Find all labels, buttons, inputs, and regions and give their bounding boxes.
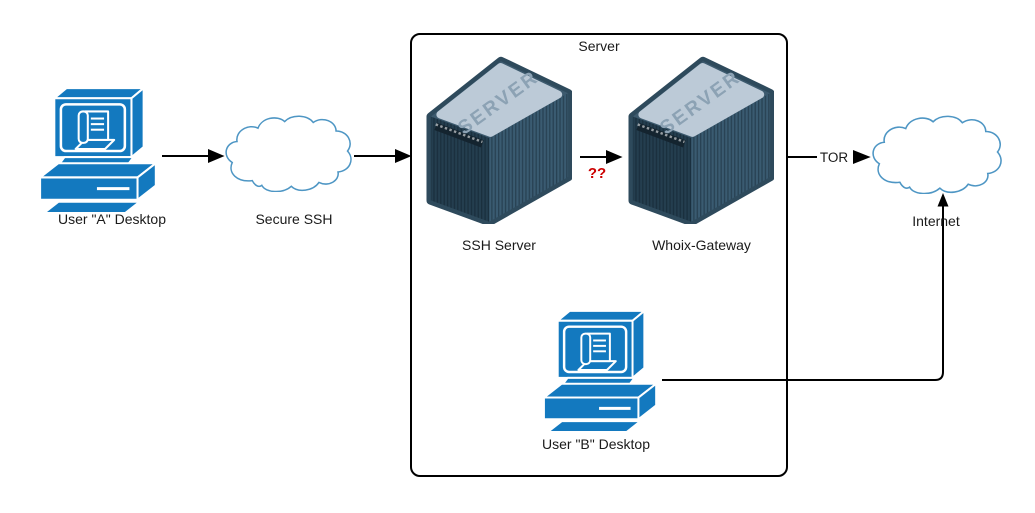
arrowhead (208, 148, 225, 164)
internet-label: Internet (912, 213, 960, 229)
monitor-screen (59, 103, 127, 153)
secure-ssh-label: Secure SSH (255, 211, 333, 227)
arrowhead (395, 148, 412, 164)
whoix-gateway-icon: SERVER (628, 56, 774, 224)
user-b-label: User "B" Desktop (542, 436, 650, 452)
base-top-face (542, 382, 658, 399)
monitor-screen (562, 325, 628, 374)
secure-ssh-cloud-icon (225, 115, 352, 192)
monitor-top-face (53, 87, 145, 100)
user-a-desktop-icon (39, 87, 157, 214)
internet-cloud-icon (872, 115, 1002, 194)
edge-secure-ssh-to-ssh-server (354, 148, 412, 164)
user-a-label: User "A" Desktop (58, 211, 166, 227)
scroll-document-icon (577, 332, 617, 371)
edge-user-b-to-internet (662, 193, 949, 381)
scroll-document-icon (74, 110, 116, 151)
user-b-desktop-icon (542, 309, 658, 433)
base-right-face (136, 162, 157, 201)
server-boundary-box (410, 33, 788, 477)
edge-whoix-gateway-to-internet (788, 150, 871, 164)
question-marks-edge-label: ?? (587, 165, 607, 182)
server-box-title: Server (578, 38, 620, 54)
edge-ssh-server-to-whoix-gateway (580, 149, 623, 165)
monitor-right-face (631, 309, 646, 379)
arrowhead (937, 193, 949, 207)
base-top-face (39, 162, 157, 179)
monitor-top-face (556, 309, 646, 322)
keyboard (546, 420, 642, 433)
arrowhead (606, 149, 623, 165)
tor-edge-label: TOR (819, 150, 849, 165)
monitor-right-face (130, 87, 145, 159)
edge-user-a-to-secure-ssh (162, 148, 225, 164)
arrowhead (853, 150, 871, 164)
ssh-server-icon: SERVER (426, 56, 572, 224)
keyboard (43, 200, 141, 214)
base-right-face (637, 382, 658, 421)
whoix-gateway-label: Whoix-Gateway (652, 237, 751, 253)
ssh-server-label: SSH Server (462, 237, 536, 253)
